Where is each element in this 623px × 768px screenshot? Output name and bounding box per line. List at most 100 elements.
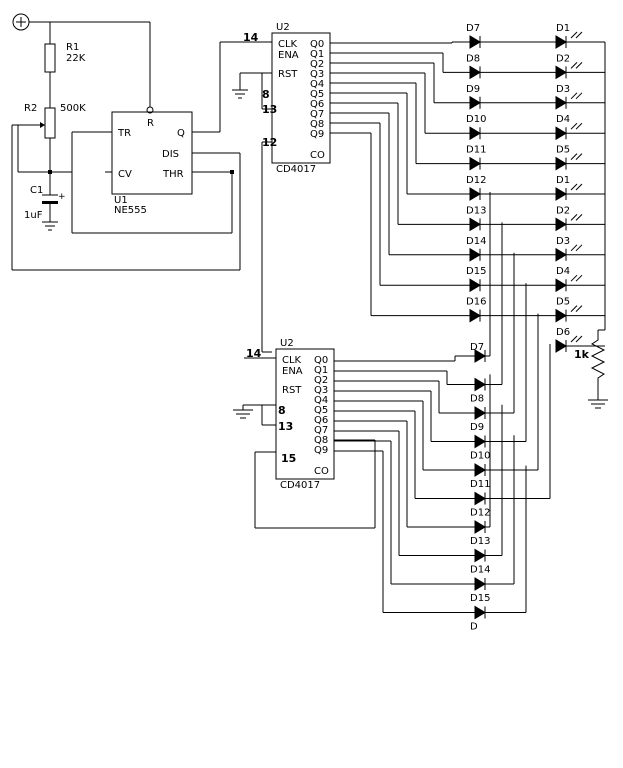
led-right-label: D4 [556, 114, 570, 125]
wire [570, 153, 578, 160]
led-bottom-label: D8 [470, 394, 484, 405]
bottom-channel-row: D7 [334, 192, 491, 363]
right-channel-row: D2 [555, 205, 605, 232]
led-anode-triangle [555, 156, 567, 171]
wire [575, 244, 583, 252]
bottom-output-q0: Q0 [314, 355, 328, 366]
capacitor-c1: + C1 1uF [24, 185, 66, 222]
led-matrix: D7D8D9D10D11D12D13D14D15D16D1D2D3D4D5D1D… [330, 23, 606, 633]
led-anode-triangle [469, 278, 481, 293]
supply-terminal [12, 13, 30, 31]
wire [570, 244, 578, 252]
top-channel-row: D7 [330, 23, 556, 49]
top-output-q7: Q7 [310, 109, 324, 120]
led-mid-d16 [469, 308, 481, 323]
led-bottom-label: D10 [470, 451, 490, 462]
led-mid-label: D16 [466, 297, 486, 308]
led-anode-triangle [555, 187, 567, 201]
svg-text:+: + [58, 192, 66, 202]
led-right-label: D3 [556, 236, 570, 247]
led-right-d5 [555, 308, 567, 323]
wire-pot-wiper [17, 124, 72, 195]
led-right-label: D4 [556, 266, 570, 277]
ne555-part: NE555 [114, 205, 147, 216]
led-right-d4 [555, 278, 567, 293]
ic-ne555: TR R Q DIS CV THR U1 NE555 [111, 111, 193, 216]
led-mid-label: D15 [466, 266, 486, 277]
led-mid-label: D8 [466, 53, 480, 64]
led-anode-triangle [474, 406, 486, 420]
top-part: CD4017 [276, 164, 316, 175]
top-channel-row: D15 [330, 122, 556, 293]
led-anode-triangle [474, 463, 486, 477]
ne555-pin-thr: THR [162, 169, 184, 180]
led-mid-label: D12 [466, 175, 486, 186]
light-emission-arrows [570, 92, 583, 100]
led-mid-d8 [469, 65, 481, 80]
led-anode-triangle [474, 605, 486, 620]
r2-value: 500K [60, 103, 86, 114]
top-pin-co: CO [310, 150, 325, 161]
light-emission-arrows [570, 305, 583, 312]
led-bottom-label: D11 [470, 479, 490, 490]
led-mid-d10 [469, 126, 481, 141]
bottom-output-q5: Q5 [314, 405, 328, 416]
wire [575, 153, 583, 160]
r1-value: 22K [66, 53, 86, 64]
bottom-channel-row: D14 [334, 404, 503, 576]
bottom-pinnum-loop: 15 [281, 452, 296, 465]
led-right-label: D1 [556, 175, 570, 186]
led-bottom-label: D9 [470, 422, 484, 433]
bottom-channel-row: D [334, 450, 527, 633]
wire [570, 274, 578, 282]
led-anode-triangle [474, 520, 486, 534]
top-channel-row: D11 [330, 82, 556, 171]
ic-cd4017-top: U2 CD4017 CLK ENA RST CO Q0Q1Q2Q3Q4Q5Q6Q… [243, 22, 331, 175]
light-emission-arrows [570, 214, 583, 221]
led-right-d3 [555, 95, 567, 110]
top-output-q8: Q8 [310, 119, 324, 130]
right-channel-row: D3 [555, 84, 605, 110]
top-channel-row: D9 [330, 62, 556, 110]
r1-name: R1 [66, 42, 79, 53]
led-bottom-d8 [474, 377, 486, 392]
wire [575, 122, 583, 130]
right-channel-row: D3 [555, 236, 605, 262]
led-anode-triangle [474, 377, 486, 392]
right-channel-row: D2 [555, 53, 605, 80]
led-anode-triangle [555, 126, 567, 141]
led-mid-label: D13 [466, 205, 486, 216]
bottom-channel-row: D15 [334, 435, 515, 604]
led-anode-triangle [469, 156, 481, 171]
led-right-d1 [555, 187, 567, 201]
bottom-channel-row: D8 [334, 222, 503, 405]
bottom-pinnum-ena: 8 [278, 404, 286, 417]
led-right-d2 [555, 217, 567, 232]
led-right-label: D2 [556, 53, 570, 64]
top-channel-row: D16 [330, 132, 556, 323]
right-channel-row: D1 [555, 175, 605, 201]
supply-rail [29, 21, 154, 114]
right-channel-row: D5 [555, 297, 605, 323]
bottom-output-q7: Q7 [314, 425, 328, 436]
wire [570, 305, 578, 312]
top-pin-clk: CLK [278, 39, 298, 50]
led-anode-triangle [555, 217, 567, 232]
led-right-label: D5 [556, 297, 570, 308]
led-right-d5 [555, 156, 567, 171]
wire [575, 31, 583, 39]
wires-bottom-counter-left [233, 357, 376, 529]
wire [570, 183, 578, 191]
led-bottom-label: D13 [470, 536, 490, 547]
led-anode-triangle [474, 434, 486, 449]
top-ref: U2 [276, 22, 290, 33]
led-anode-triangle [555, 65, 567, 80]
potentiometer-r2: R2 500K [24, 103, 86, 139]
light-emission-arrows [570, 183, 583, 191]
bottom-pinnum-rst: 13 [278, 420, 293, 433]
bottom-pin-co: CO [314, 466, 329, 477]
top-output-q9: Q9 [310, 129, 324, 140]
led-anode-triangle [474, 577, 486, 591]
bottom-output-q2: Q2 [314, 375, 328, 386]
